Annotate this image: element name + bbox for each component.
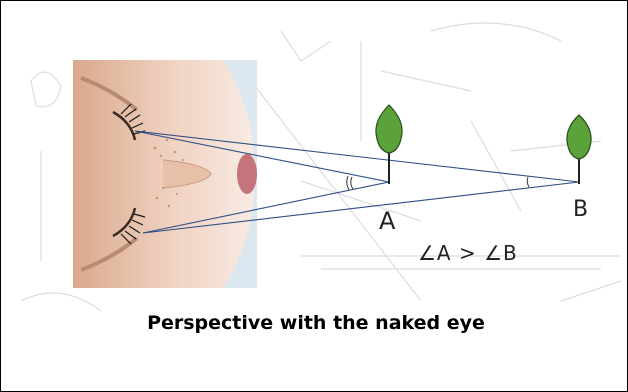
point-a-label: A [379,207,395,235]
caption: Perspective with the naked eye [147,312,485,334]
angle-arc-a-inner [351,177,353,189]
point-b-label: B [573,197,588,222]
sight-line-lower-eye-to-b [143,182,579,233]
angle-arc-a [347,176,349,190]
caption-box: Perspective with the naked eye [136,301,496,345]
sight-line-upper-eye-to-a [135,131,389,182]
sight-line-upper-eye-to-b [135,131,579,182]
angle-relation: ∠A > ∠B [418,241,518,265]
sight-line-lower-eye-to-a [143,182,389,233]
tree-icon [567,115,591,184]
angle-arc-b [527,177,529,187]
tree-icon [376,105,402,184]
